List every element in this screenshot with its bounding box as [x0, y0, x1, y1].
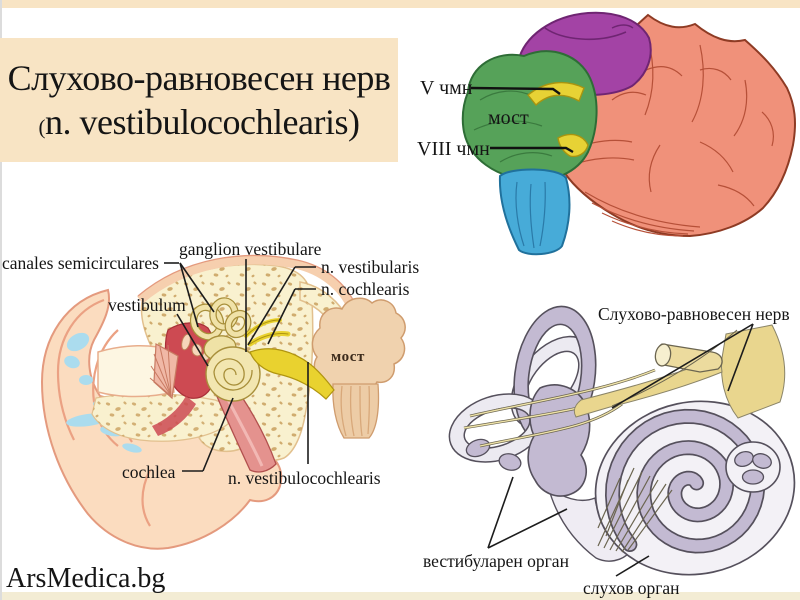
- ear-nerve-trunk-shape: [249, 348, 335, 400]
- title-latin-name: n. vestibulocochlearis): [45, 101, 360, 142]
- ear-pons-stem-shape: [332, 383, 380, 439]
- labyrinth-nerve-label: Слухово-равновесен нерв: [598, 304, 790, 324]
- ear-pons-label: мост: [331, 349, 365, 365]
- pons-label: мост: [488, 107, 529, 129]
- pons-shape: [461, 50, 598, 182]
- eardrum-shape: [153, 343, 179, 400]
- watermark: ArsMedica.bg: [6, 563, 166, 594]
- cochlea-spiral-line: [213, 358, 253, 391]
- cochlear-nerve-stripes: [597, 467, 673, 553]
- slide-title-line1: Слухово-равновесен нерв: [7, 57, 391, 98]
- midbrain-fold-line: [544, 27, 627, 41]
- eardrum-stripe-lines: [149, 344, 172, 397]
- ear-figure: canales semicirculares ganglion vestibul…: [2, 239, 419, 550]
- vestibulum-label: vestibulum: [108, 295, 186, 315]
- n-vestibulocochlearis-label: n. vestibulocochlearis: [228, 468, 381, 488]
- cn-v-leader-line: [470, 86, 561, 95]
- n-cochlearis-label: n. cochlearis: [321, 279, 410, 299]
- ganglion-label: ganglion vestibulare: [179, 239, 322, 259]
- canales-label: canales semicirculares: [2, 253, 159, 273]
- nerve-band-upper-shape: [721, 324, 786, 419]
- lower-bone-speckles: [92, 393, 230, 442]
- cochlea-cross-section: [725, 441, 781, 493]
- cochlea-spiral-band: [606, 410, 764, 552]
- nerve-tube-end-cap: [654, 343, 672, 367]
- skin-band-over-bone: [137, 255, 357, 311]
- vestibular-organ-label: вестибуларен орган: [423, 551, 569, 571]
- vestibular-nerve-fibres: [463, 368, 656, 448]
- ear-pons-stem-ridges: [340, 385, 371, 437]
- ear-leader-lines: [164, 259, 316, 472]
- medulla-shape: [498, 168, 571, 256]
- medulla-pyramid-lines: [515, 181, 546, 249]
- slide-title-line2: (n. vestibulocochlearis): [39, 101, 360, 144]
- title-open-paren: (: [38, 114, 46, 139]
- left-border: [0, 0, 2, 600]
- title-block: Слухово-равновесен нерв (n. vestibulococ…: [0, 38, 398, 162]
- eustachian-tube-shape: [152, 396, 196, 436]
- brainstem-figure: V чмн мост VIII чмн: [417, 11, 796, 256]
- n-vestibularis-label: n. vestibularis: [321, 257, 419, 277]
- carotid-artery-highlight: [224, 395, 264, 467]
- skin-band-edge-line: [137, 254, 357, 307]
- bottom-accent-strip: [0, 592, 800, 600]
- ampullae-shapes: [465, 438, 522, 471]
- cerebellum-folia-lines: [569, 39, 774, 237]
- ear-nerve-branches: [244, 318, 291, 347]
- midbrain-notch: [611, 24, 634, 29]
- cochlea-label: cochlea: [122, 462, 176, 482]
- cochlea-shape: [205, 346, 261, 402]
- labyrinth-figure: Слухово-равновесен нерв вестибуларен орг…: [423, 304, 796, 598]
- ear-pons-shape: [311, 297, 406, 393]
- top-accent-strip: [0, 0, 800, 8]
- cn-viii-leader-line: [490, 146, 574, 154]
- cn-v-label: V чмн: [420, 77, 473, 99]
- auditory-organ-label: слухов орган: [583, 578, 680, 598]
- cn-viii-label: VIII чмн: [417, 138, 490, 160]
- labyrinth-leader-lines: [487, 323, 754, 577]
